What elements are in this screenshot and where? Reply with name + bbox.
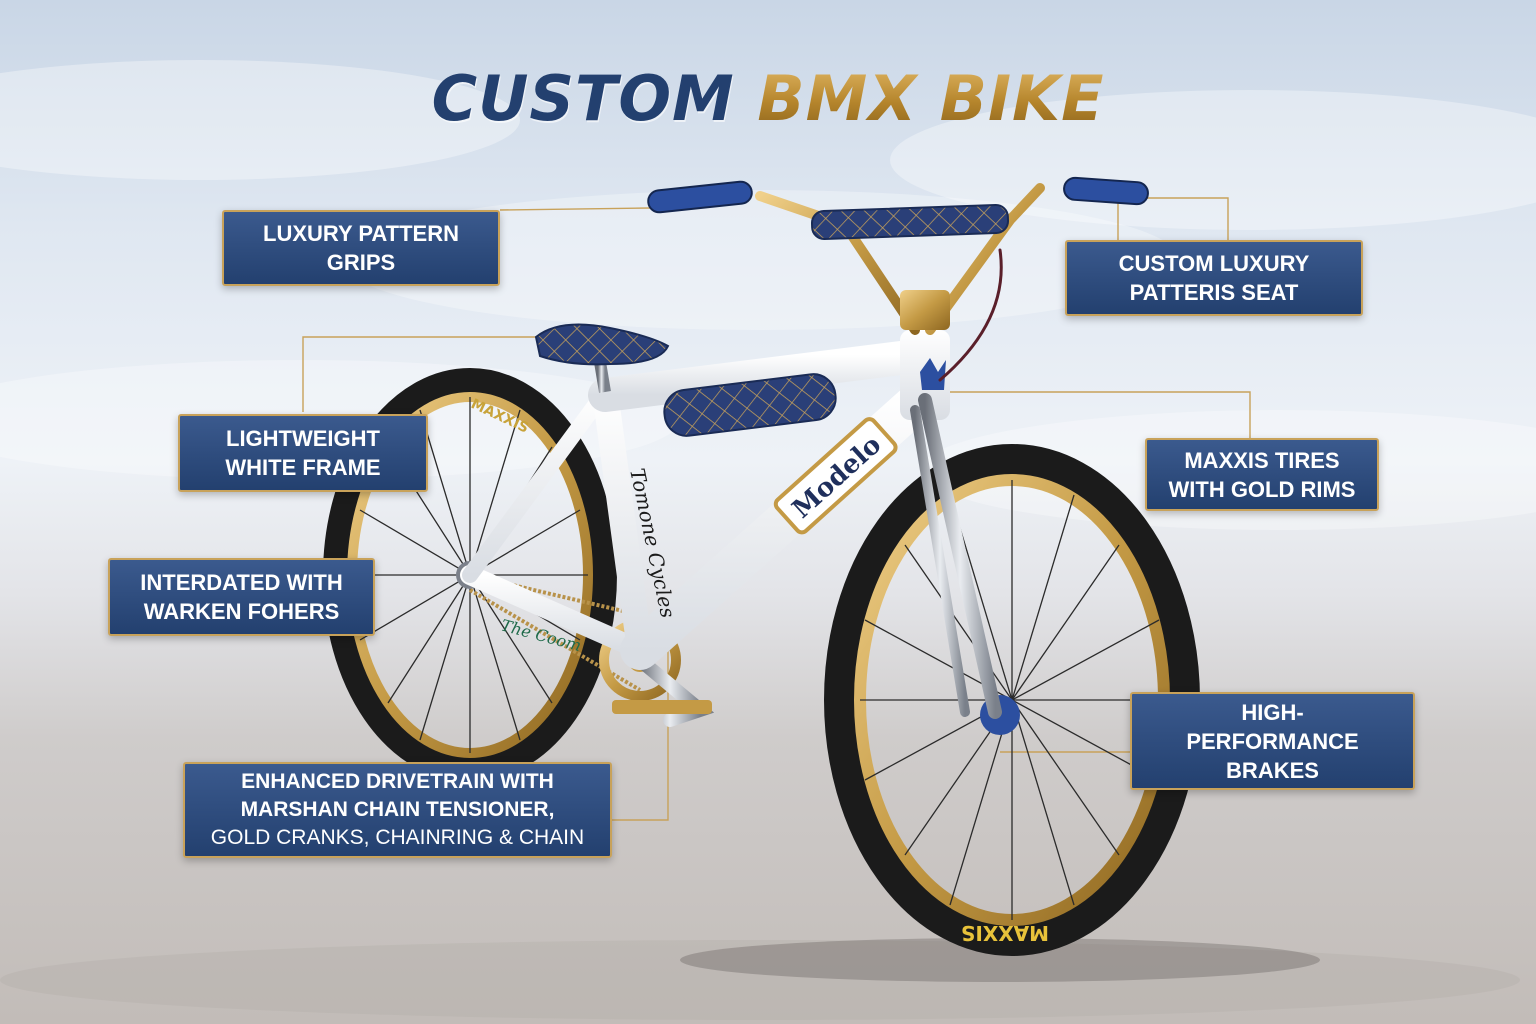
callout-grips-line2: GRIPS xyxy=(326,250,396,275)
callout-brakes-line2: PERFORMANCE xyxy=(1186,728,1359,754)
callout-tires-line2: WITH GOLD RIMS xyxy=(1168,476,1356,502)
callout-drivetrain-line1: ENHANCED DRIVETRAIN WITH xyxy=(241,770,554,793)
callout-brakes-line3: BRAKES xyxy=(1226,757,1319,783)
callout-brakes-line1: HIGH- xyxy=(1241,699,1304,725)
callout-frame-line1: LIGHTWEIGHT xyxy=(226,426,380,451)
bike-frame: Modelo Tomone Cycles The Coom xyxy=(460,330,950,670)
callout-grips-line1: LUXURY PATTERN xyxy=(263,221,459,246)
callout-seat-line2: PATTERIS SEAT xyxy=(1129,280,1299,305)
page-title: CUSTOM BMX BIKE xyxy=(0,62,1536,135)
callout-frame: LIGHTWEIGHT WHITE FRAME xyxy=(178,414,428,492)
callout-drivetrain-line2: MARSHAN CHAIN TENSIONER, xyxy=(240,798,555,821)
callout-tires: MAXXIS TIRES WITH GOLD RIMS xyxy=(1145,438,1379,511)
title-word-bmx-bike: BMX BIKE xyxy=(757,62,1105,135)
handlebars xyxy=(647,176,1149,382)
front-tire-brand: MAXXIS xyxy=(961,921,1049,945)
callout-forks-line2: WARKEN FOHERS xyxy=(143,599,340,624)
drivetrain-chain xyxy=(468,573,715,727)
callout-frame-line2: WHITE FRAME xyxy=(225,455,381,480)
callout-forks-line1: INTERDATED WITH xyxy=(140,570,343,595)
callout-drivetrain: ENHANCED DRIVETRAIN WITH MARSHAN CHAIN T… xyxy=(183,762,612,858)
callout-grips: LUXURY PATTERN GRIPS xyxy=(222,210,500,286)
callout-seat-line1: CUSTOM LUXURY xyxy=(1118,251,1310,276)
callout-drivetrain-line3: GOLD CRANKS, CHAINRING & CHAIN xyxy=(210,826,585,849)
callout-tires-line1: MAXXIS TIRES xyxy=(1184,447,1340,473)
callout-connector-lines xyxy=(302,197,1251,821)
callout-brakes: HIGH- PERFORMANCE BRAKES xyxy=(1130,692,1415,790)
front-fork xyxy=(910,393,1002,719)
callout-seat: CUSTOM LUXURY PATTERIS SEAT xyxy=(1065,240,1363,316)
seat xyxy=(534,323,670,393)
callout-forks: INTERDATED WITH WARKEN FOHERS xyxy=(108,558,375,636)
title-word-custom: CUSTOM xyxy=(431,62,735,135)
